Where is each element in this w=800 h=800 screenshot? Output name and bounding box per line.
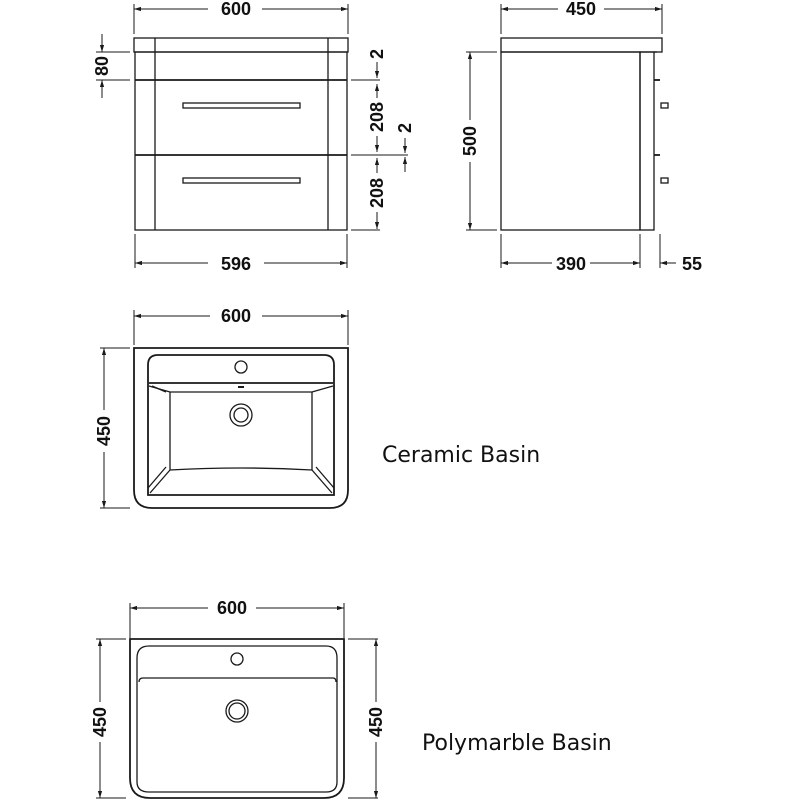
- dim-label: 450: [366, 707, 386, 737]
- dim-label: 2: [395, 123, 415, 133]
- cabinet-body: [134, 51, 348, 231]
- handle-side: [660, 177, 669, 184]
- waste-inner-ring: [228, 702, 246, 720]
- dim-polymarble-depth-right: 450: [348, 638, 386, 799]
- dim-ceramic-width: 600: [133, 306, 349, 345]
- dim-ceramic-depth: 450: [94, 347, 130, 509]
- basin-outline: [133, 347, 349, 509]
- drawer-handle: [182, 177, 301, 184]
- drawer-fronts-side: [639, 51, 655, 231]
- basin-outline: [129, 638, 345, 799]
- dim-label: 600: [217, 598, 247, 618]
- tap-hole: [234, 360, 248, 374]
- ceramic-basin-label: Ceramic Basin: [382, 443, 540, 468]
- dim-side-height: 500: [460, 51, 497, 231]
- dim-top-height: 80: [92, 34, 130, 98]
- dim-label: 600: [221, 306, 251, 326]
- tap-hole: [230, 652, 244, 666]
- countertop-side: [500, 37, 663, 53]
- dim-label: 450: [90, 707, 110, 737]
- polymarble-basin-view: 600 450 450 Polymarble Basin: [90, 598, 612, 799]
- dim-front-body-width: 596: [134, 234, 348, 274]
- dim-label: 80: [92, 56, 112, 76]
- waste-outlet: [225, 699, 249, 723]
- dim-label: 390: [556, 254, 586, 274]
- basin-rim: [136, 645, 338, 793]
- dim-front-overall-width: 600: [133, 0, 349, 34]
- dim-label: 2: [367, 49, 387, 59]
- side-view: 450 500 390 55: [460, 0, 702, 274]
- handle-side: [660, 102, 669, 109]
- countertop: [133, 37, 349, 53]
- waste-outlet: [229, 403, 253, 427]
- dim-label: 450: [94, 416, 114, 446]
- dim-drawer-heights: 2 208 2 208: [351, 49, 415, 231]
- dim-label: 500: [460, 126, 480, 156]
- front-view: 600 80 2: [92, 0, 415, 274]
- overflow-slot: [238, 386, 244, 388]
- dim-label: 600: [221, 0, 251, 19]
- waste-inner-ring: [233, 407, 249, 423]
- carcass-side: [500, 51, 641, 231]
- dim-label: 55: [682, 254, 702, 274]
- basin-rim: [147, 354, 335, 496]
- dim-label: 450: [566, 0, 596, 19]
- dim-label: 596: [221, 254, 251, 274]
- drawer-handle: [182, 102, 301, 109]
- dim-side-bottom: 390 55: [500, 234, 702, 274]
- dim-label: 208: [367, 102, 387, 132]
- ceramic-basin-view: 600 450 Ceramic Basin: [94, 306, 540, 509]
- dim-polymarble-width: 600: [129, 598, 345, 638]
- polymarble-basin-label: Polymarble Basin: [422, 731, 612, 756]
- dim-side-overall-depth: 450: [500, 0, 663, 34]
- dim-polymarble-depth-left: 450: [90, 638, 126, 799]
- dim-label: 208: [367, 178, 387, 208]
